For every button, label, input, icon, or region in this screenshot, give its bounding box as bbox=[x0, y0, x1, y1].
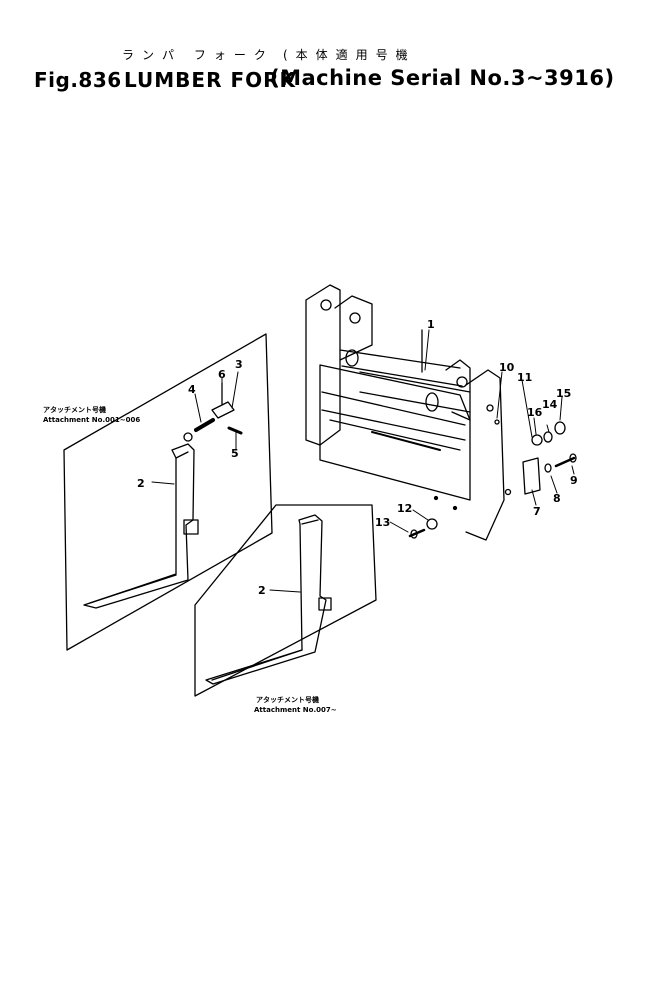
callout-9: 9 bbox=[570, 474, 578, 487]
attachment-1-jp-label: アタッチメント号機 bbox=[43, 405, 106, 414]
attachment-1-label: Attachment No.001~006 bbox=[43, 416, 140, 424]
figure-number: Fig.836 bbox=[34, 68, 122, 92]
callout-3: 3 bbox=[235, 358, 243, 371]
attachment-2-jp-label: アタッチメント号機 bbox=[256, 695, 319, 704]
attachment-2-label: Attachment No.007~ bbox=[254, 706, 337, 714]
callout-7: 7 bbox=[533, 505, 541, 518]
attachment-box-1 bbox=[63, 333, 273, 651]
attachment-box-2 bbox=[194, 504, 377, 697]
callout-1: 1 bbox=[427, 318, 435, 331]
callout-5: 5 bbox=[231, 447, 239, 460]
leader-lines bbox=[151, 329, 575, 593]
serial-range: (Machine Serial No.3~3916) bbox=[270, 66, 615, 90]
callout-8: 8 bbox=[553, 492, 561, 505]
callout-4: 4 bbox=[188, 383, 196, 396]
callout-6: 6 bbox=[218, 368, 226, 381]
callout-15: 15 bbox=[556, 387, 571, 400]
callout-16: 16 bbox=[527, 406, 543, 419]
callout-14: 14 bbox=[542, 398, 558, 411]
callout-2a: 2 bbox=[137, 477, 145, 490]
japanese-part-name: ランパ フォーク bbox=[122, 48, 274, 62]
callout-13: 13 bbox=[375, 516, 390, 529]
carriage-frame bbox=[305, 284, 512, 541]
callout-12: 12 bbox=[397, 502, 412, 515]
hardware-right bbox=[494, 419, 577, 495]
part-name: LUMBER FORK bbox=[124, 68, 297, 92]
callouts: 1 2 2 3 4 5 6 7 8 9 10 11 12 13 14 15 16… bbox=[43, 318, 578, 714]
callout-10: 10 bbox=[499, 361, 515, 374]
japanese-serial-note: (本体適用号機 bbox=[283, 48, 416, 62]
callout-2b: 2 bbox=[258, 584, 266, 597]
hardware-bolts bbox=[408, 518, 438, 539]
callout-11: 11 bbox=[517, 371, 532, 384]
